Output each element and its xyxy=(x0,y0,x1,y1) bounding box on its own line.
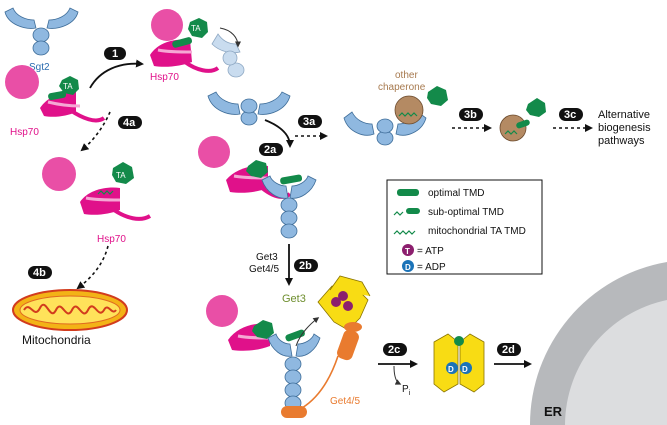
svg-text:3b: 3b xyxy=(464,109,477,121)
step-2a-badge: 2a xyxy=(259,143,283,156)
alternative-label-3: pathways xyxy=(598,135,645,147)
svg-text:3a: 3a xyxy=(303,116,316,128)
alternative-label-2: biogenesis xyxy=(598,122,651,134)
mitochondria-label: Mitochondria xyxy=(22,333,91,347)
svg-text:1: 1 xyxy=(112,48,118,60)
step-2c-badge: 2c xyxy=(383,343,407,356)
hsp70-label-mito: Hsp70 xyxy=(97,234,126,245)
sgt2-label: Sgt2 xyxy=(29,62,50,73)
step-3b-badge: 3b xyxy=(459,108,483,121)
hsp70-sgt2-complex xyxy=(198,136,317,239)
step-2d-badge: 2d xyxy=(497,343,521,356)
arrow-step-2a xyxy=(264,119,294,148)
other-chaperone xyxy=(394,86,448,125)
other-chaperone-free xyxy=(499,98,546,142)
arrow-step-1 xyxy=(89,59,144,89)
svg-text:2b: 2b xyxy=(299,260,312,272)
legend-t-glyph: T xyxy=(405,247,410,256)
legend-mito: mitochondrial TA TMD xyxy=(428,226,526,237)
step-3a-badge: 3a xyxy=(298,115,322,128)
mitochondria-icon xyxy=(12,289,128,331)
hsp70-mito-ta-complex: TA xyxy=(42,157,152,221)
svg-text:3c: 3c xyxy=(564,109,576,121)
svg-text:4b: 4b xyxy=(33,267,46,279)
er-membrane: ER xyxy=(529,262,667,425)
svg-text:2c: 2c xyxy=(388,344,400,356)
get45-side-label: Get4/5 xyxy=(249,264,279,275)
get3-adp-d-right: D xyxy=(462,365,468,374)
svg-text:2a: 2a xyxy=(264,144,277,156)
hsp70-label-left: Hsp70 xyxy=(10,127,39,138)
get3-label: Get3 xyxy=(282,293,306,305)
step-4a-badge: 4a xyxy=(118,116,142,129)
legend-optimal: optimal TMD xyxy=(428,188,485,199)
legend: optimal TMD sub-optimal TMD mitochondria… xyxy=(386,179,543,275)
other-chaperone-label-1: other xyxy=(395,70,418,81)
legend-adp: = ADP xyxy=(417,262,446,273)
step-2b-badge: 2b xyxy=(294,259,318,272)
sgt2-transfer xyxy=(211,33,245,78)
step-1-badge: 1 xyxy=(104,47,126,60)
arrow-pi-release xyxy=(393,365,402,385)
step-3c-badge: 3c xyxy=(559,108,583,121)
svg-text:2d: 2d xyxy=(502,344,515,356)
arrow-sgt2-release xyxy=(219,27,241,48)
er-label: ER xyxy=(544,404,563,419)
pi-label: Pi xyxy=(402,384,411,397)
sgt2-dimer xyxy=(4,7,79,56)
hsp70-ta-complex-left: TA xyxy=(5,65,106,123)
legend-suboptimal: sub-optimal TMD xyxy=(428,207,504,218)
sgt2-dimer-mid xyxy=(207,91,291,126)
arrow-step-4b xyxy=(76,245,109,290)
get45-label: Get4/5 xyxy=(330,396,360,407)
get3-adp-dimer: D D xyxy=(433,333,485,393)
ta-label-left: TA xyxy=(63,82,73,91)
arrow-step-4a xyxy=(80,111,111,152)
other-chaperone-label-2: chaperone xyxy=(378,82,426,93)
targeting-complex xyxy=(206,275,371,418)
ta-label-mito: TA xyxy=(116,171,126,180)
hsp70-ta-complex-top: TA xyxy=(150,9,220,73)
get3-adp-d-left: D xyxy=(448,365,454,374)
legend-atp: = ATP xyxy=(417,246,444,257)
legend-d-glyph: D xyxy=(405,263,411,272)
step-4b-badge: 4b xyxy=(28,266,52,279)
ta-label-top: TA xyxy=(191,24,201,33)
svg-text:4a: 4a xyxy=(123,117,136,129)
arrow-transfer-to-get3 xyxy=(295,317,320,347)
alternative-label-1: Alternative xyxy=(598,109,650,121)
hsp70-label-top: Hsp70 xyxy=(150,72,179,83)
get3-side-label: Get3 xyxy=(256,252,278,263)
